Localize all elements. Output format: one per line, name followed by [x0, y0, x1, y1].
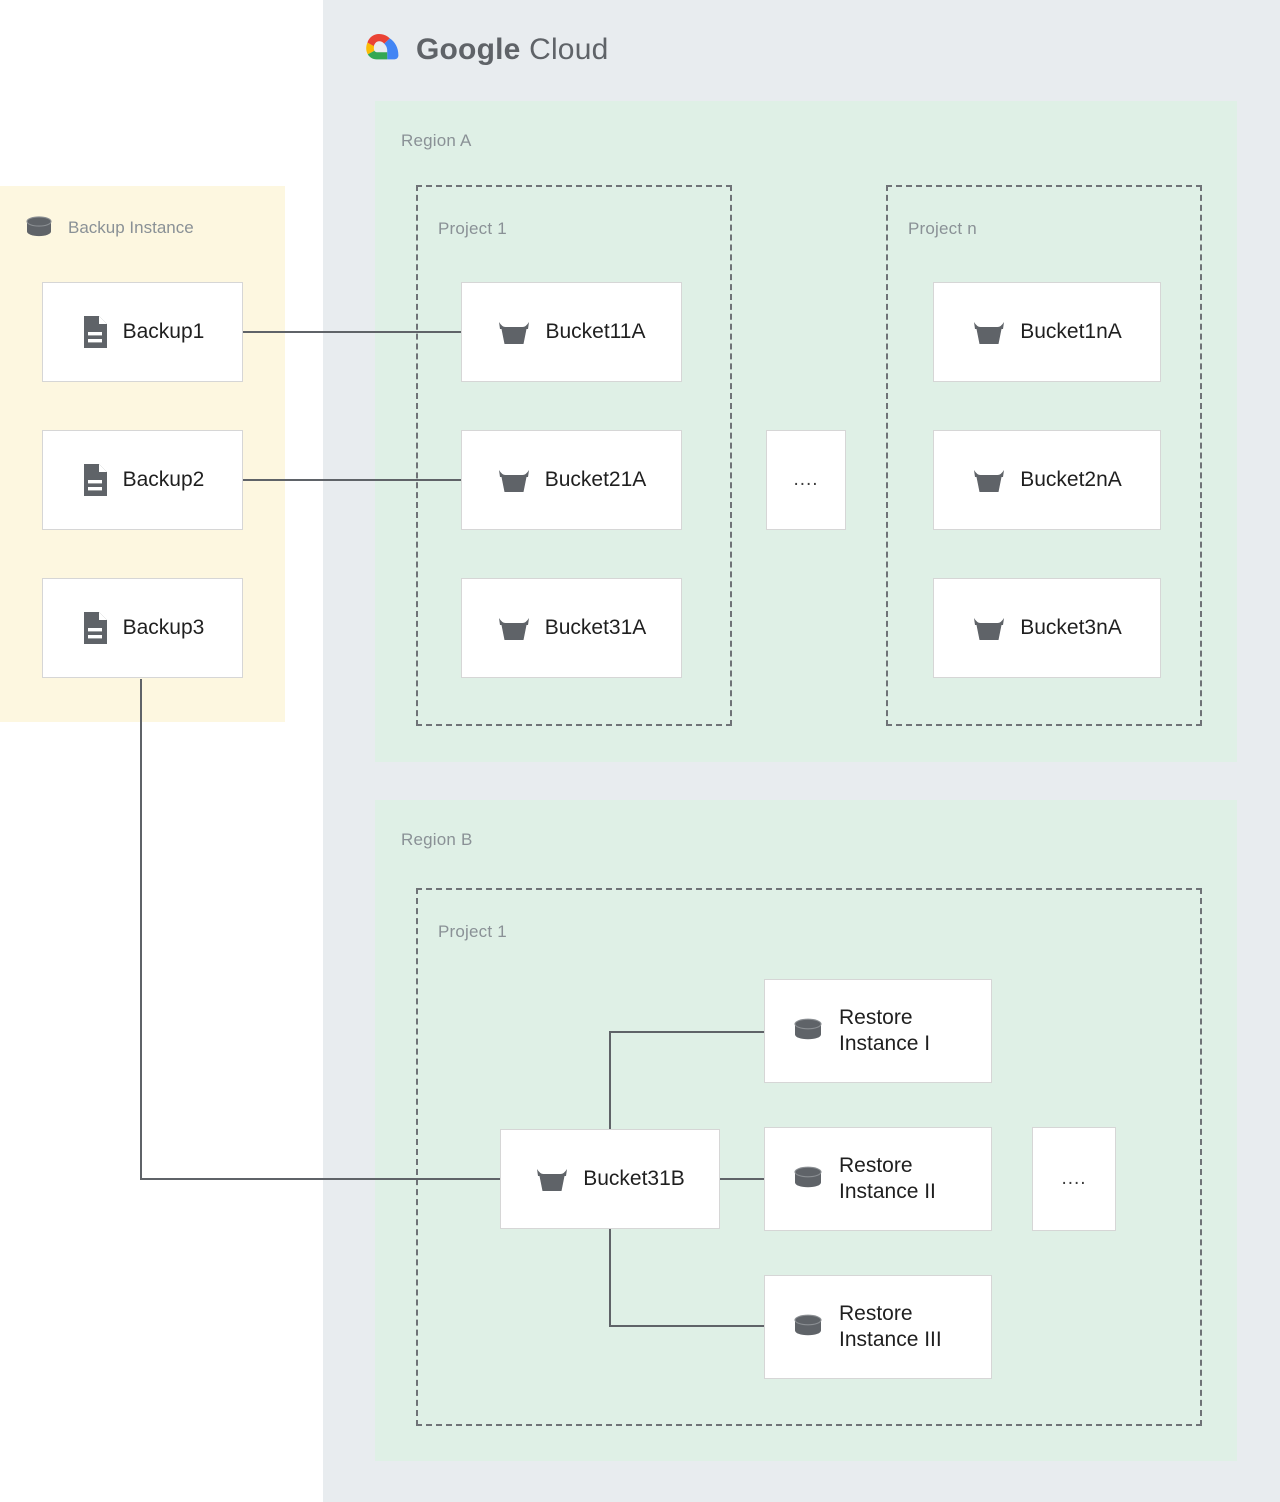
backup-node-label: Backup3	[122, 615, 205, 639]
database-cylinder-icon	[791, 1016, 825, 1046]
bucket-node-bucket3na[interactable]: Bucket3nA	[933, 578, 1161, 678]
backup-node-label: Backup2	[122, 467, 205, 491]
connector-bucket31b-restore3-horizontal	[609, 1325, 765, 1327]
restore-instance-label: Restore Instance I	[839, 1005, 931, 1055]
project-1-region-a-label: Project 1	[438, 219, 507, 238]
storage-bucket-icon	[497, 465, 531, 495]
restore-instance-node-ii[interactable]: Restore Instance II	[764, 1127, 992, 1231]
connector-backup3-bucket31b-vertical	[140, 679, 142, 1180]
connector-bucket31b-restore1-horizontal	[609, 1031, 765, 1033]
region-b-label: Region B	[401, 830, 473, 849]
backup-node-backup1[interactable]: Backup1	[42, 282, 243, 382]
google-cloud-header: Google Cloud	[356, 30, 608, 70]
project-1-region-b-container: Project 1	[416, 888, 1202, 1426]
backup-node-backup3[interactable]: Backup3	[42, 578, 243, 678]
storage-bucket-icon	[972, 465, 1006, 495]
backup-node-backup2[interactable]: Backup2	[42, 430, 243, 530]
restore-instance-label: Restore Instance II	[839, 1153, 936, 1203]
connector-backup3-bucket31b-horizontal	[140, 1178, 502, 1180]
bucket-node-bucket2na[interactable]: Bucket2nA	[933, 430, 1161, 530]
storage-bucket-icon	[972, 613, 1006, 643]
region-a-label: Region A	[401, 131, 472, 150]
database-cylinder-icon	[24, 215, 54, 241]
ellipsis-label: ....	[1061, 1168, 1087, 1189]
bucket-node-bucket21a[interactable]: Bucket21A	[461, 430, 682, 530]
google-cloud-logo-icon	[356, 30, 402, 70]
bucket-node-label: Bucket3nA	[1020, 615, 1122, 639]
storage-bucket-icon	[535, 1164, 569, 1194]
bucket-node-bucket31b[interactable]: Bucket31B	[500, 1129, 720, 1229]
ellipsis-box-region-a: ....	[766, 430, 846, 530]
bucket-node-label: Bucket1nA	[1020, 319, 1122, 343]
bucket-node-bucket31a[interactable]: Bucket31A	[461, 578, 682, 678]
backup-instance-title-label: Backup Instance	[68, 218, 194, 237]
ellipsis-box-region-b: ....	[1032, 1127, 1116, 1231]
connector-bucket31b-restore2	[720, 1178, 765, 1180]
database-cylinder-icon	[791, 1312, 825, 1342]
bucket-node-bucket1na[interactable]: Bucket1nA	[933, 282, 1161, 382]
bucket-node-bucket11a[interactable]: Bucket11A	[461, 282, 682, 382]
bucket-node-label: Bucket31B	[583, 1166, 685, 1190]
project-1-region-b-label: Project 1	[438, 922, 507, 941]
connector-backup1-bucket11a	[243, 331, 462, 333]
bucket-node-label: Bucket2nA	[1020, 467, 1122, 491]
brand-google: Google	[416, 33, 521, 66]
project-n-region-a-label: Project n	[908, 219, 977, 238]
restore-instance-node-i[interactable]: Restore Instance I	[764, 979, 992, 1083]
bucket-node-label: Bucket31A	[544, 615, 647, 639]
document-icon	[81, 463, 109, 497]
document-icon	[81, 611, 109, 645]
storage-bucket-icon	[497, 317, 531, 347]
storage-bucket-icon	[972, 317, 1006, 347]
connector-bucket31b-restore3-vertical	[609, 1227, 611, 1327]
restore-instance-node-iii[interactable]: Restore Instance III	[764, 1275, 992, 1379]
backup-node-label: Backup1	[122, 319, 205, 343]
restore-instance-label: Restore Instance III	[839, 1301, 942, 1351]
project-1-region-a-container: Project 1	[416, 185, 732, 726]
database-cylinder-icon	[791, 1164, 825, 1194]
bucket-node-label: Bucket11A	[545, 319, 646, 343]
backup-instance-title: Backup Instance	[24, 215, 194, 241]
project-n-region-a-container: Project n	[886, 185, 1202, 726]
connector-bucket31b-restore1-vertical	[609, 1031, 611, 1131]
bucket-node-label: Bucket21A	[544, 467, 647, 491]
ellipsis-label: ....	[793, 469, 819, 490]
document-icon	[81, 315, 109, 349]
connector-backup2-bucket21a	[243, 479, 462, 481]
google-cloud-wordmark: Google Cloud	[416, 33, 608, 67]
brand-cloud: Cloud	[529, 33, 609, 66]
storage-bucket-icon	[497, 613, 531, 643]
